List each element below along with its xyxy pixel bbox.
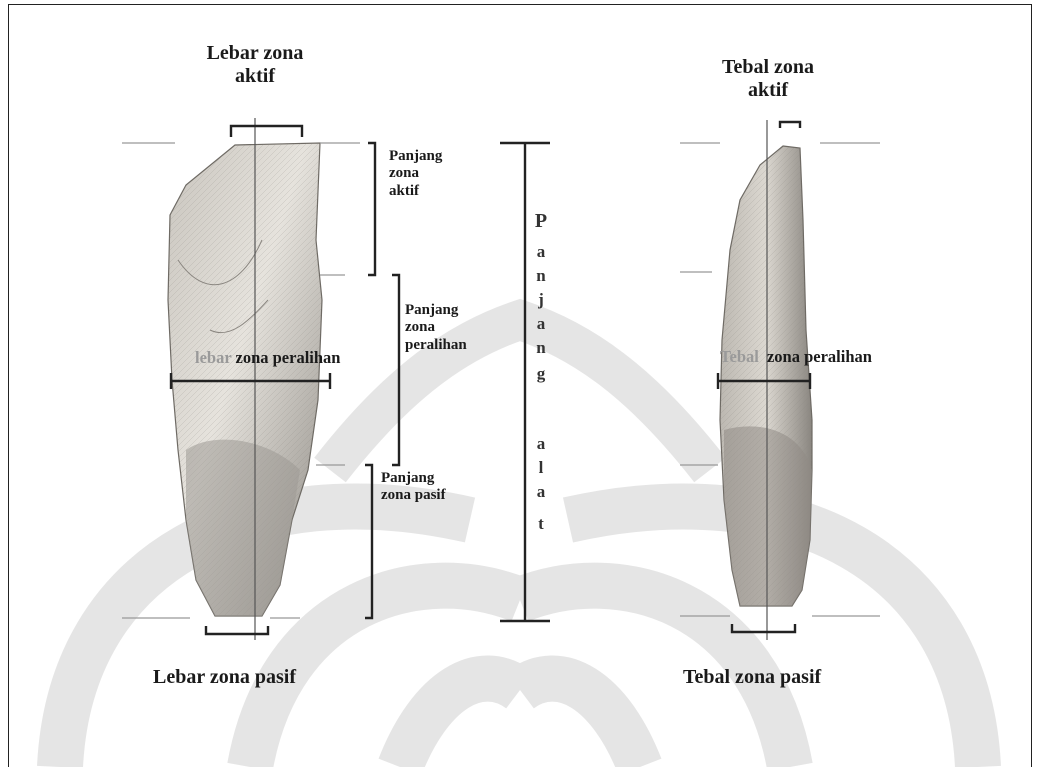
- label-lebar-zona-aktif: Lebar zona aktif: [185, 42, 325, 88]
- label-line: Tebal zona: [698, 56, 838, 79]
- label-tebal-zona-pasif: Tebal zona pasif: [683, 666, 821, 689]
- label-line: zona: [405, 319, 467, 336]
- label-line: peralihan: [405, 337, 467, 354]
- label-tebal-zona-peralihan: Tebal zona peralihan: [720, 348, 872, 367]
- label-char: P: [535, 210, 547, 233]
- label-lebar-zona-pasif: Lebar zona pasif: [153, 666, 296, 689]
- label-line: zona pasif: [381, 487, 446, 504]
- label-line: Lebar zona: [185, 42, 325, 65]
- label-line: aktif: [389, 183, 442, 200]
- label-panjang-zona-pasif: Panjang zona pasif: [381, 470, 446, 505]
- label-char: t: [538, 514, 544, 534]
- label-panjang-zona-peralihan: Panjang zona peralihan: [405, 302, 467, 354]
- label-lebar-zona-peralihan: lebar zona peralihan: [195, 349, 340, 368]
- label-char: j: [538, 290, 544, 310]
- label-line: aktif: [698, 79, 838, 102]
- label-char: n: [536, 338, 545, 358]
- label-line: zona: [389, 165, 442, 182]
- stone-tool-side-view: [720, 146, 812, 606]
- label-line: Panjang: [381, 470, 446, 487]
- label-suffix: zona peralihan: [236, 348, 341, 367]
- label-prefix: lebar: [195, 348, 231, 367]
- label-tebal-zona-aktif: Tebal zona aktif: [698, 56, 838, 102]
- label-char: a: [537, 242, 546, 262]
- label-char: g: [537, 364, 546, 384]
- label-line: Panjang: [405, 302, 467, 319]
- stone-tool-front-view: [168, 143, 322, 616]
- label-char: a: [537, 434, 546, 454]
- axis-lines: [255, 118, 767, 640]
- label-char: a: [537, 314, 546, 334]
- label-line: aktif: [185, 65, 325, 88]
- label-panjang-zona-aktif: Panjang zona aktif: [389, 148, 442, 200]
- label-char: a: [537, 482, 546, 502]
- label-suffix: zona peralihan: [767, 347, 872, 366]
- label-char: l: [539, 458, 544, 478]
- label-line: Panjang: [389, 148, 442, 165]
- label-prefix: Tebal: [720, 347, 759, 366]
- label-char: n: [536, 266, 545, 286]
